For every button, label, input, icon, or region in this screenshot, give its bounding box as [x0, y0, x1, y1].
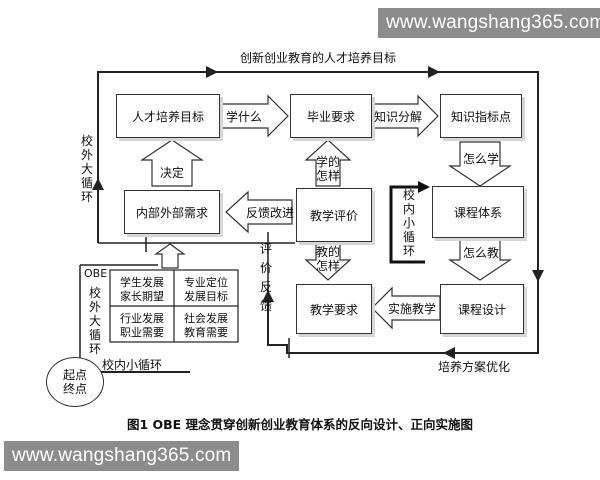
arrow-how-to-learn — [448, 141, 512, 187]
grid-cell-1-line2: 家长期望 — [120, 290, 164, 303]
label-outer-loop-left: 校外大循环 — [80, 134, 93, 204]
grid-cell-3-line2: 职业需要 — [120, 326, 164, 339]
label-how-teach-1: 教的 — [316, 245, 341, 259]
box-grad-req: 毕业要求 — [290, 94, 372, 138]
box-course-system: 课程体系 — [432, 186, 524, 238]
arrow-feedback-improve — [225, 190, 293, 234]
grid-cell-3-line1: 行业发展 — [120, 312, 164, 325]
arrow-how-to-teach — [448, 237, 512, 281]
top-goal-label: 创新创业教育的人才培养目标 — [240, 51, 397, 65]
end-label: 终点 — [62, 382, 87, 396]
box-talent-goal: 人才培养目标 — [116, 94, 220, 138]
label-inner-loop-bottom: 校内小循环 — [102, 358, 163, 372]
outer-loop-line — [97, 71, 539, 354]
start-label: 起点 — [62, 368, 87, 382]
arrow-knowledge-decompose — [371, 94, 439, 138]
label-how-to-learn: 怎么学 — [463, 152, 500, 166]
arrow-how-learn — [304, 139, 352, 187]
label-implement-teaching: 实施教学 — [388, 302, 437, 316]
arrow-decide — [140, 139, 204, 187]
arrow-grid-up — [154, 243, 186, 269]
label-decide: 决定 — [160, 166, 185, 180]
label-plan-optimize: 培养方案优化 — [438, 360, 511, 374]
label-how-teach-2: 怎样 — [316, 259, 341, 273]
watermark-bottom: www.wangshang365.com — [4, 441, 240, 471]
label-obe-outer-loop: 校外大循环 — [88, 286, 101, 356]
box-course-design: 课程设计 — [440, 284, 524, 334]
box-teaching-req: 教学要求 — [296, 284, 372, 334]
box-teaching-eval: 教学评价 — [296, 188, 372, 242]
inner-loop-line — [389, 185, 425, 264]
grid-cell-2-line2: 发展目标 — [184, 290, 228, 303]
figure-caption: 图1 OBE 理念贯穿创新创业教育体系的反向设计、正向实施图 — [126, 417, 474, 432]
label-how-learn-1: 学的 — [316, 155, 341, 169]
grid-cell-1-line1: 学生发展 — [120, 276, 164, 289]
label-obe: OBE — [84, 267, 108, 280]
grid-cell-2-line1: 专业定位 — [184, 276, 228, 289]
arrow-learn-what — [217, 94, 289, 138]
label-how-learn-2: 怎样 — [316, 169, 341, 183]
box-knowledge-point: 知识指标点 — [440, 94, 522, 138]
label-knowledge-decompose: 知识分解 — [374, 110, 423, 124]
arrow-how-teach — [304, 239, 352, 281]
arrow-implement-teaching — [371, 286, 441, 330]
start-end-oval: 起点 终点 — [46, 357, 104, 407]
label-how-to-teach: 怎么教 — [463, 246, 500, 260]
label-feedback-improve: 反馈改进 — [246, 206, 295, 220]
label-inner-loop-center: 校内小循环 — [402, 188, 415, 258]
watermark-top: www.wangshang365.com — [378, 8, 600, 38]
grid-cell-4-line2: 教育需要 — [184, 326, 228, 339]
label-eval-feedback: 评价反馈 — [259, 242, 272, 313]
label-learn-what: 学什么 — [226, 110, 263, 124]
box-internal-external: 内部外部需求 — [124, 190, 220, 234]
grid-cell-4-line1: 社会发展 — [184, 312, 228, 325]
